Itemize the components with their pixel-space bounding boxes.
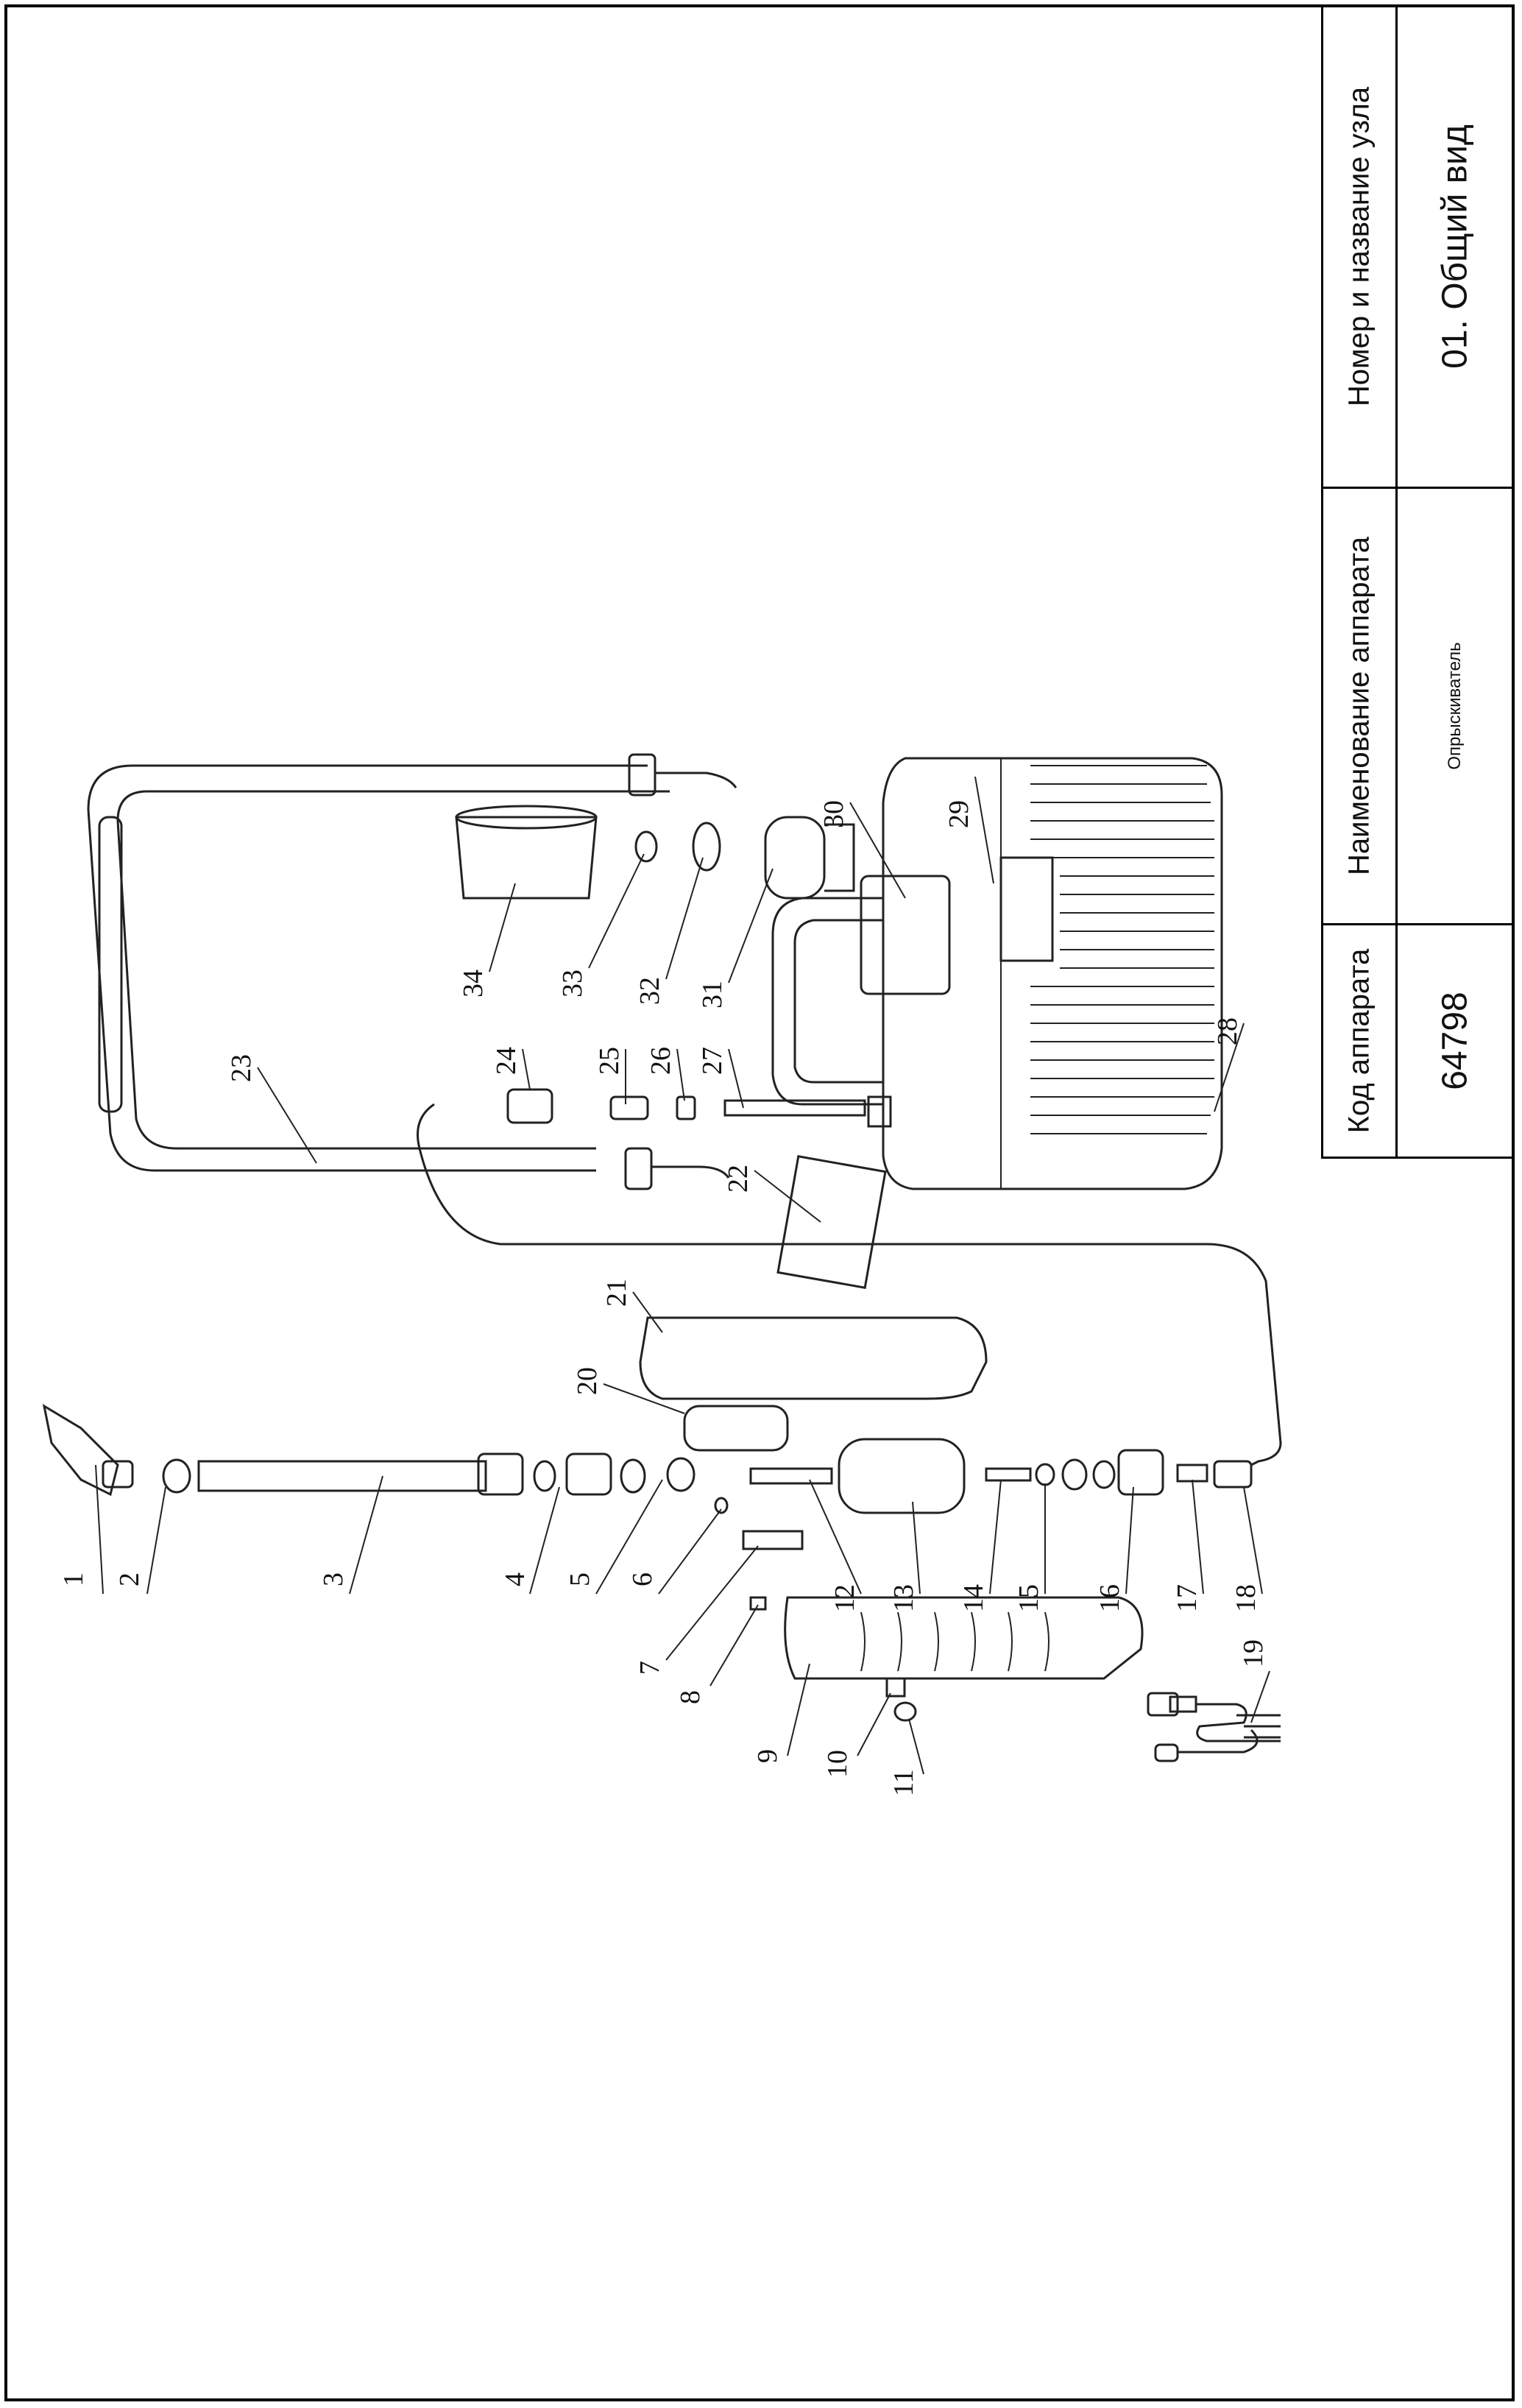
callout-26: 26 bbox=[645, 1047, 676, 1075]
callout-30: 30 bbox=[818, 800, 849, 828]
callout-13: 13 bbox=[888, 1584, 919, 1612]
callout-2: 2 bbox=[114, 1572, 145, 1586]
callout-11: 11 bbox=[888, 1769, 919, 1796]
charging-cable bbox=[1147, 1692, 1281, 1762]
spray-lance bbox=[197, 1460, 487, 1492]
callout-28: 28 bbox=[1212, 1017, 1243, 1045]
title-block: Номер и название узла 01. Общий вид Наим… bbox=[1321, 4, 1515, 1159]
handle-shell bbox=[784, 1596, 1144, 1680]
shoulder-strap bbox=[87, 764, 648, 1172]
code-value-cell: 64798 bbox=[1395, 923, 1515, 1159]
callout-labels: 1 2 3 4 5 6 7 8 9 10 11 12 13 14 15 16 1… bbox=[58, 800, 1269, 1796]
callout-9: 9 bbox=[752, 1749, 783, 1763]
callout-25: 25 bbox=[594, 1047, 625, 1075]
callout-17: 17 bbox=[1172, 1584, 1203, 1612]
callout-14: 14 bbox=[958, 1584, 989, 1612]
measuring-cup bbox=[455, 816, 598, 900]
callout-15: 15 bbox=[1013, 1584, 1044, 1612]
battery bbox=[683, 1405, 789, 1452]
nozzle bbox=[42, 1403, 119, 1497]
callout-22: 22 bbox=[723, 1165, 754, 1193]
callout-21: 21 bbox=[601, 1279, 632, 1307]
callout-24: 24 bbox=[491, 1047, 522, 1075]
callout-12: 12 bbox=[829, 1584, 860, 1612]
tank-handle bbox=[771, 897, 883, 1106]
spray-hose bbox=[417, 1103, 1282, 1466]
callout-1: 1 bbox=[58, 1572, 89, 1586]
callout-31: 31 bbox=[697, 981, 728, 1009]
callout-5: 5 bbox=[564, 1572, 595, 1586]
tank-body bbox=[882, 757, 1223, 1190]
label-window bbox=[999, 856, 1054, 962]
callout-33: 33 bbox=[557, 970, 588, 998]
callout-19: 19 bbox=[1238, 1639, 1269, 1667]
callout-3: 3 bbox=[318, 1572, 349, 1586]
callout-4: 4 bbox=[500, 1572, 531, 1586]
callout-23: 23 bbox=[226, 1054, 257, 1082]
callout-32: 32 bbox=[634, 977, 665, 1005]
drawing-frame bbox=[4, 4, 1515, 2401]
callout-8: 8 bbox=[675, 1690, 706, 1704]
callout-10: 10 bbox=[822, 1750, 853, 1778]
callout-34: 34 bbox=[458, 970, 489, 998]
callout-27: 27 bbox=[697, 1047, 728, 1075]
callout-29: 29 bbox=[944, 800, 974, 828]
callout-16: 16 bbox=[1094, 1584, 1125, 1612]
pump bbox=[838, 1438, 966, 1514]
callout-20: 20 bbox=[572, 1367, 603, 1395]
callout-7: 7 bbox=[634, 1661, 665, 1675]
callout-18: 18 bbox=[1231, 1584, 1261, 1612]
motor-housing bbox=[639, 1316, 988, 1400]
callout-6: 6 bbox=[627, 1572, 658, 1586]
